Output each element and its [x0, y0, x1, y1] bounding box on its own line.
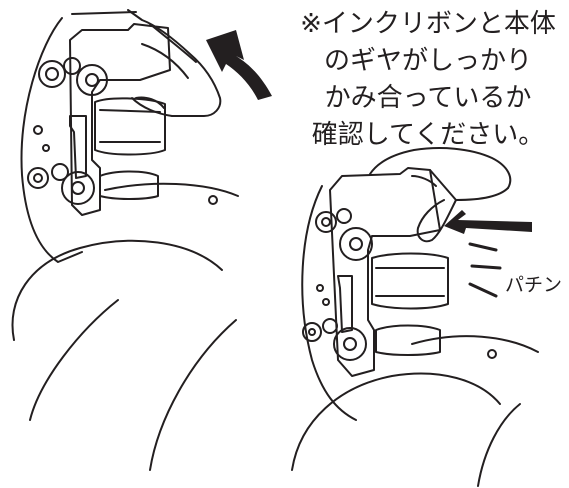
gear-icon — [302, 208, 373, 361]
left-scene — [11, 9, 272, 471]
press-arrow-icon — [444, 210, 532, 234]
printer-rim-right — [411, 335, 539, 353]
sleeve-left — [11, 239, 237, 471]
caption-line-2: のギヤがしっかり — [323, 46, 532, 76]
snap-sound-label: パチン — [505, 274, 563, 296]
chassis-left — [69, 23, 171, 216]
caption-line-4: 確認してください。 — [311, 120, 545, 150]
hand-left — [127, 9, 222, 117]
sleeve-right — [291, 372, 521, 487]
caption-line-3: かみ合っているか — [324, 83, 532, 113]
lift-arrow-icon — [206, 30, 272, 100]
instruction-caption: ※インクリボンと本体 のギヤがしっかり かみ合っているか 確認してください。 — [292, 6, 564, 154]
caption-line-1: ※インクリボンと本体 — [300, 9, 556, 39]
lever-left — [69, 115, 87, 179]
ink-ribbon-right — [371, 252, 449, 356]
snap-lines-icon — [468, 242, 502, 298]
lever-right — [337, 275, 353, 333]
hand-right — [369, 147, 512, 243]
screw-hole — [487, 349, 497, 359]
gear-icon — [27, 57, 108, 205]
ink-ribbon-left — [94, 97, 166, 200]
screw-hole — [208, 195, 218, 205]
chassis-right — [329, 167, 441, 377]
printer-shell-left — [20, 17, 83, 263]
printer-rim-left — [104, 182, 239, 197]
right-scene — [291, 147, 539, 487]
